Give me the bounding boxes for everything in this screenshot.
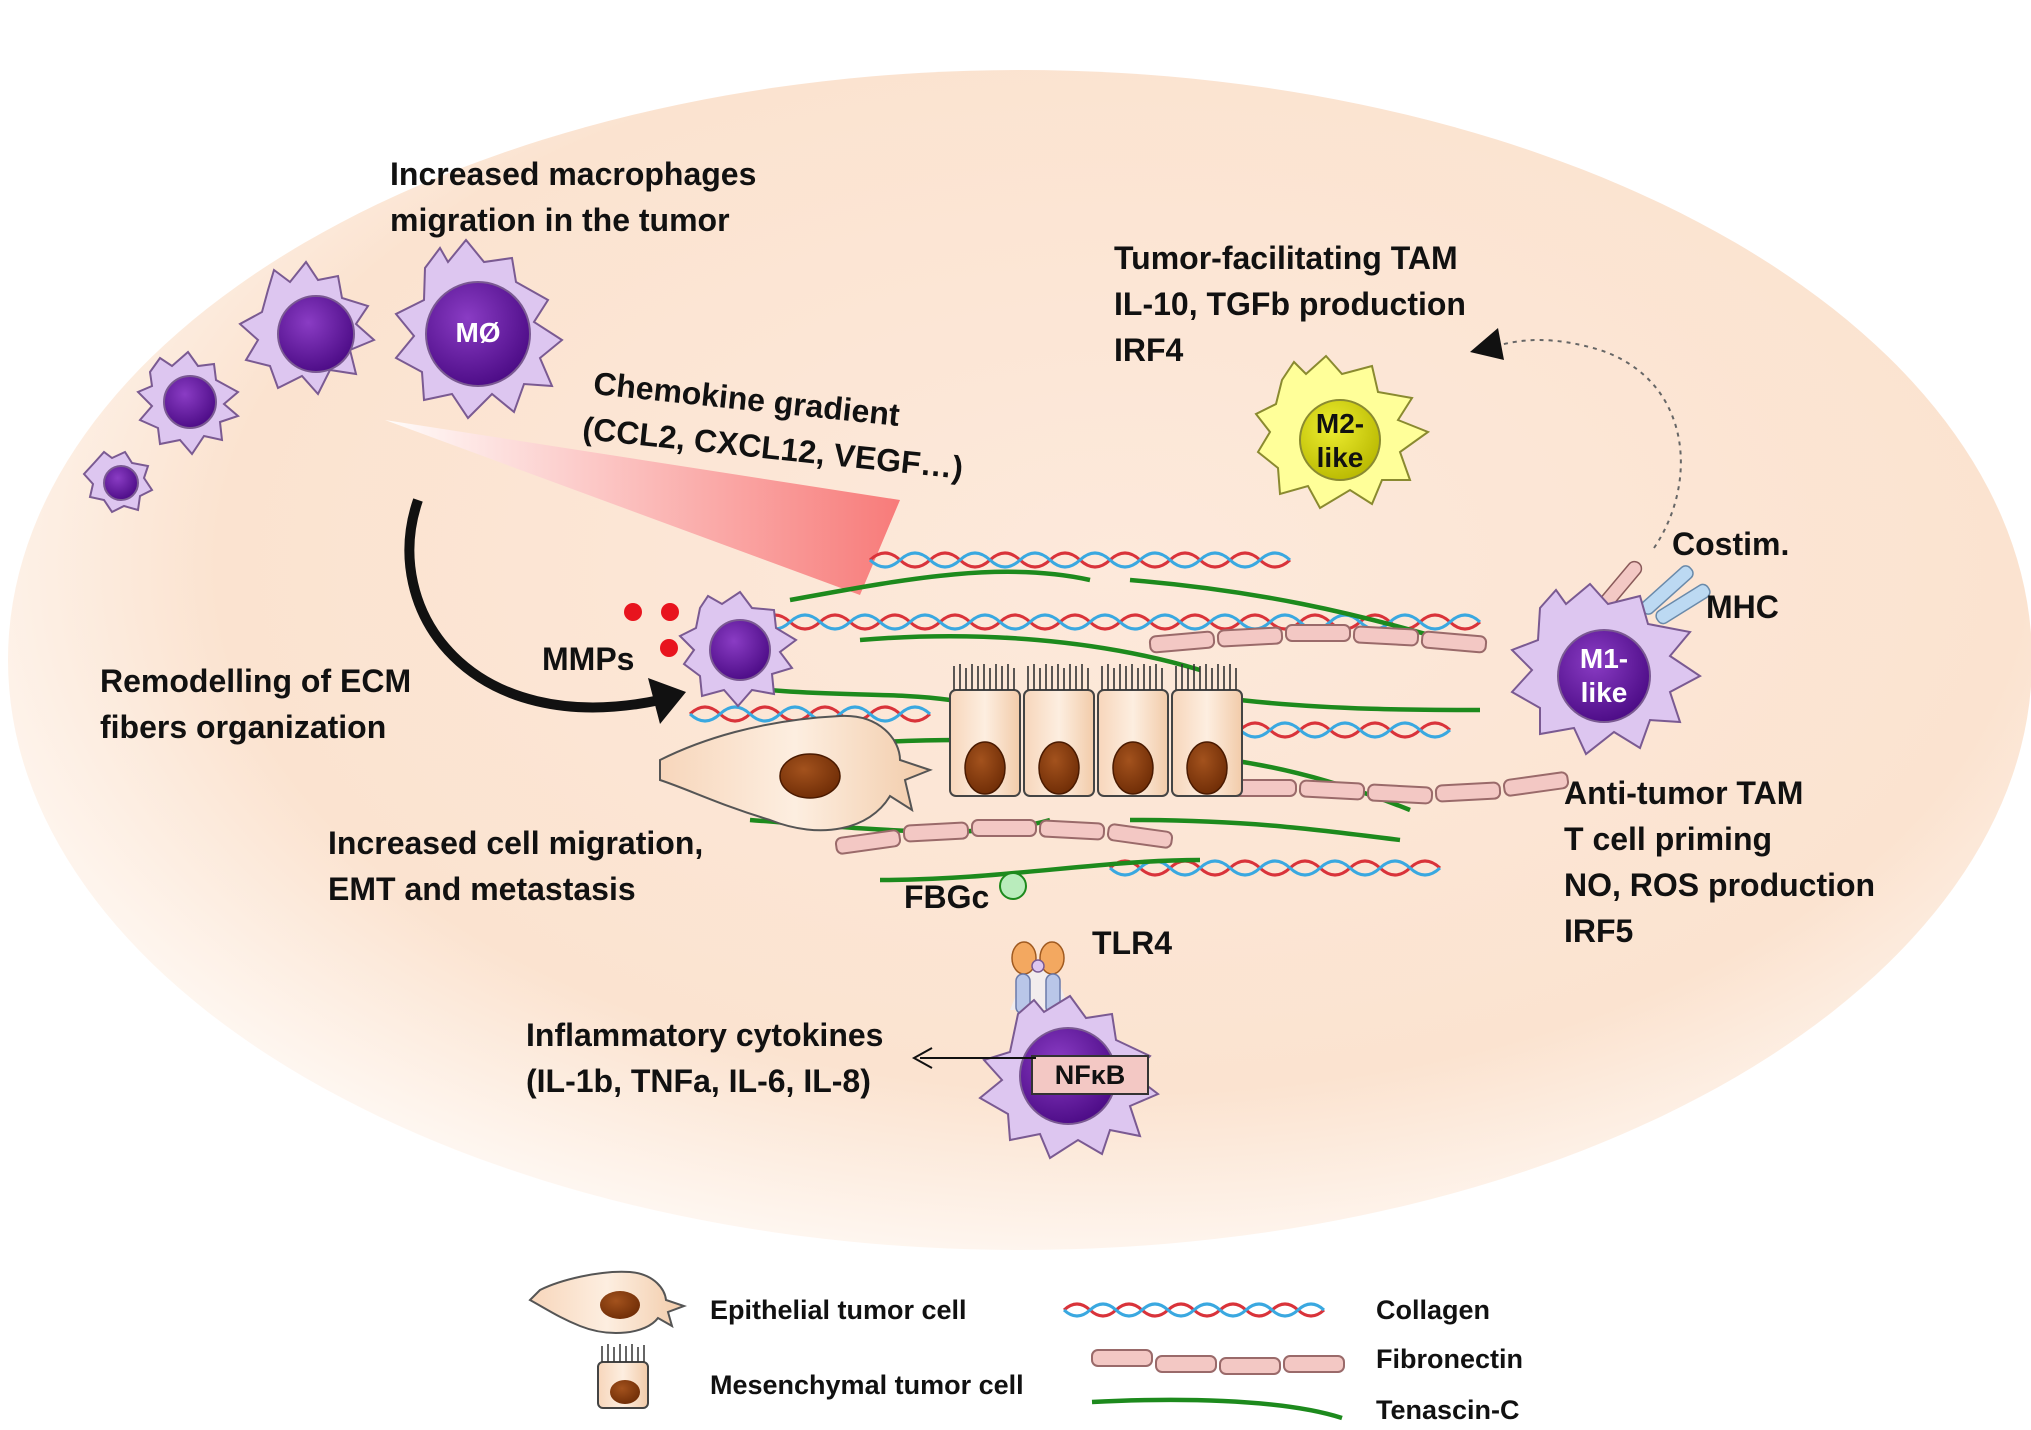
inflammatory-cytokines-label: Inflammatory cytokines (IL-1b, TNFa, IL-… <box>526 1017 884 1099</box>
macrophage-migration-label: Increased macrophages migration in the t… <box>390 156 757 238</box>
mesenchymal-tumor-cells <box>949 664 1243 797</box>
macrophage-mo-label: MØ <box>455 317 501 348</box>
remodelling-label: Remodelling of ECM fibers organization <box>100 663 412 745</box>
legend-epithelial-swatch <box>528 1270 687 1334</box>
mmp-macrophage <box>678 590 798 708</box>
costim-label: Costim. <box>1672 526 1790 562</box>
macrophage-mo-cell <box>394 238 564 420</box>
nfkb-macrophage <box>978 994 1160 1160</box>
legend-fibronectin-label: Fibronectin <box>1376 1344 1523 1374</box>
migrating-macrophage-large <box>238 260 376 396</box>
legend-collagen-swatch <box>1062 1302 1326 1318</box>
m2-like-label: M2- like <box>1315 408 1365 473</box>
legend-epithelial-label: Epithelial tumor cell <box>710 1295 967 1325</box>
tlr4-receptor <box>1010 941 1070 1015</box>
legend-collagen-label: Collagen <box>1376 1295 1491 1325</box>
tumor-facilitating-label: Tumor-facilitating TAM IL-10, TGFb produ… <box>1114 240 1466 368</box>
m1-like-label: M1- like <box>1579 643 1629 708</box>
m2-like-macrophage <box>1254 354 1431 510</box>
fbgc-marker <box>999 872 1027 900</box>
migrating-macrophage-small <box>82 450 154 514</box>
tlr4-label: TLR4 <box>1092 925 1172 961</box>
mmps-label: MMPs <box>542 641 635 677</box>
anti-tumor-label: Anti-tumor TAM T cell priming NO, ROS pr… <box>1564 775 1876 949</box>
legend-mesenchymal-label: Mesenchymal tumor cell <box>710 1370 1024 1400</box>
m1-like-macrophage <box>1510 582 1702 756</box>
mhc-label: MHC <box>1706 589 1779 625</box>
inflammatory-arrow-head <box>911 1047 933 1069</box>
m1-to-m2-arrow-head <box>1470 328 1504 360</box>
migrating-macrophage-medium <box>136 350 240 456</box>
mmp-dots <box>624 603 679 657</box>
chemokine-gradient-cone <box>385 420 900 595</box>
legend-tenascin-label: Tenascin-C <box>1376 1395 1520 1425</box>
nfkb-label: NFκB <box>1054 1060 1126 1090</box>
legend-tenascin-swatch <box>1091 1397 1343 1421</box>
fibronectin-fibers <box>834 624 1570 855</box>
collagen-fibers <box>688 551 1482 877</box>
remodelling-arrow-head <box>648 678 686 724</box>
legend-mesenchymal-swatch <box>597 1344 649 1409</box>
remodelling-arrow <box>404 498 662 713</box>
m1-to-m2-dashed-arrow <box>1499 339 1682 549</box>
epithelial-tumor-cell <box>659 714 933 832</box>
cell-migration-label: Increased cell migration, EMT and metast… <box>328 825 704 907</box>
fbgc-label: FBGc <box>904 879 990 915</box>
legend-fibronectin-swatch <box>1091 1349 1345 1375</box>
